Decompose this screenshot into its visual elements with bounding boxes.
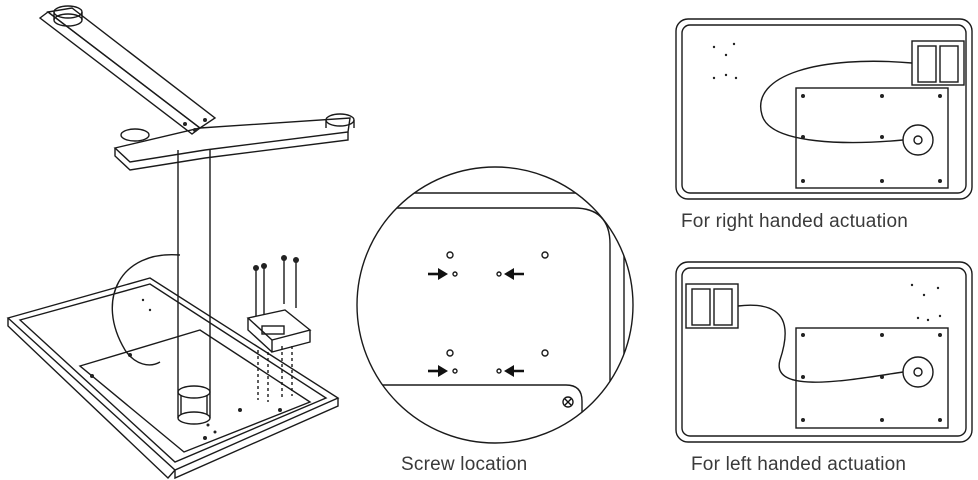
right-handed-caption: For right handed actuation bbox=[681, 211, 909, 232]
switch-bracket bbox=[246, 255, 312, 402]
stand-assembly-illustration bbox=[6, 5, 355, 480]
screw-icon bbox=[253, 255, 299, 271]
left-handed-caption: For left handed actuation bbox=[691, 454, 907, 475]
pole bbox=[177, 150, 211, 425]
screw-location-caption: Screw location bbox=[401, 454, 528, 475]
tripod-top bbox=[38, 5, 355, 171]
arrow-icon bbox=[428, 268, 524, 377]
cable bbox=[111, 254, 181, 366]
base-plate bbox=[6, 277, 340, 480]
